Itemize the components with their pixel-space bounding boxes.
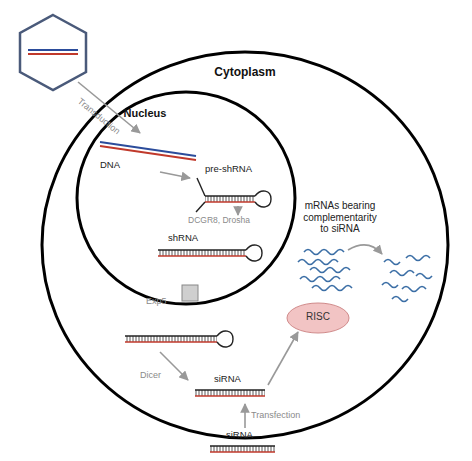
process-arrows [78,82,382,428]
node-outline [42,52,448,438]
process-arrow [244,404,246,428]
nuclear-pore [182,285,198,301]
cell-membrane: CytoplasmNucleusRISC [40,50,450,440]
process-label: Transfection [251,410,300,420]
virus [20,15,86,90]
molecule-label: siRNA [214,374,241,385]
node-title: RISC [286,311,350,323]
molecule-label: mRNAs bearing complementarity to siRNA [298,200,382,235]
base-pairs [195,390,265,396]
viral-dna-strand [28,53,78,55]
process-label: DCGR8, Drosha [188,216,250,226]
mrna-wave [310,268,350,273]
cytoplasmic-shrna [125,331,233,347]
base-pairs [205,196,255,202]
rna-strand [195,389,265,390]
mrna-fragment [384,260,400,265]
hairpin-loop [246,245,262,261]
mrna-fragment [382,283,398,288]
rna-strand [125,341,217,343]
transfected-sirna [210,446,275,452]
process-arrow [237,206,239,215]
base-pairs [125,336,217,342]
viral-capsid [20,15,86,90]
node-outline [287,303,349,333]
rna-strand [158,255,246,257]
mrna-fragment [402,287,426,292]
molecule-label: pre-shRNA [205,164,252,175]
process-arrow [160,352,188,380]
hairpin-loop [217,331,233,347]
mrna-fragment [416,274,432,279]
viral-dna-strand [28,49,78,51]
mrna-wave [300,277,340,282]
cleaved-mrnas [382,256,432,302]
rna-strand [158,249,246,250]
rna-strand [125,335,217,336]
dna-strand [100,142,196,156]
nuclear-dna [100,142,196,160]
molecule-label: shRNA [168,233,198,244]
mrna-fragment [392,297,408,302]
process-arrow [160,172,190,178]
mrna-fragment [390,271,414,276]
base-pairs [158,250,246,256]
node-title: Cytoplasm [40,66,450,80]
rna-strand [205,195,255,196]
mrna-wave [312,286,352,291]
process-label: Dicer [140,370,161,380]
risc-complex: RISC [286,302,350,334]
hairpin-loop [255,191,271,207]
process-label: Exp5 [146,296,167,306]
base-pairs [210,446,275,452]
target-mrnas [298,250,352,291]
node-title: Nucleus [105,107,185,120]
molecule-label: siRNA [226,430,253,441]
mrna-wave [298,260,338,265]
rna-strand [210,445,275,446]
process-arrow [348,245,382,254]
nuclear-shrna [158,245,262,261]
rna-strand [195,395,265,397]
mrna-wave [304,250,344,255]
rna-flank [196,202,205,212]
rna-strand [205,201,255,203]
process-label: Transduction [75,96,122,137]
molecule-label: DNA [100,160,120,171]
pre-shrna [196,178,271,212]
dna-strand [100,146,196,160]
mrna-fragment [406,256,430,261]
rna-strand [210,451,275,453]
sirna-duplex [195,390,265,396]
rna-flank [197,178,205,196]
process-arrow [268,332,298,385]
